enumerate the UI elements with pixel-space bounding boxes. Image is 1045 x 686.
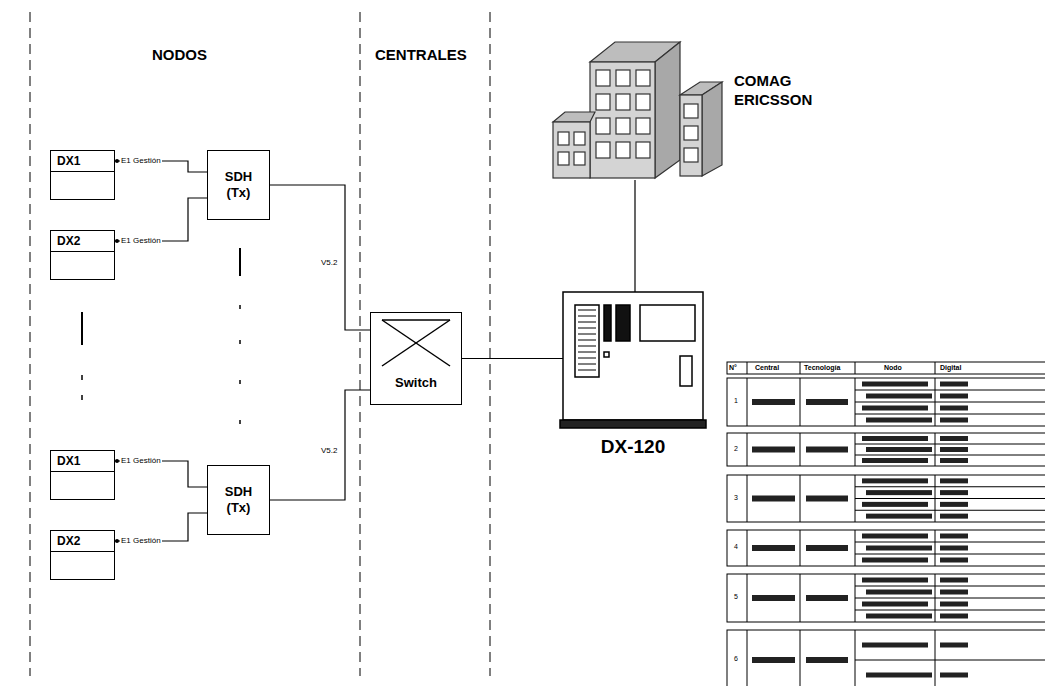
- port-dot: [115, 539, 119, 543]
- rack-slot: [578, 310, 596, 311]
- rack-slot: [578, 370, 596, 371]
- table-row-group: [727, 630, 1045, 686]
- rack-slot: [578, 346, 596, 347]
- table-header: Digital: [940, 364, 961, 371]
- box-header: DX2: [51, 231, 114, 252]
- edge-label: E1 Gestión: [120, 236, 162, 246]
- window: [616, 70, 630, 86]
- continuation-marks: [82, 248, 240, 424]
- column-heading: NODOS: [152, 46, 207, 63]
- rack-slot: [578, 364, 596, 365]
- window: [596, 142, 610, 158]
- node-label: DX2: [57, 234, 108, 248]
- table-cell: 2: [734, 445, 738, 452]
- table-row-group: [727, 475, 1045, 522]
- node-box: DX1: [50, 150, 115, 200]
- window: [558, 132, 569, 145]
- connector: [634, 180, 635, 292]
- node-label: Switch: [395, 375, 437, 390]
- table-cell: 6: [734, 655, 738, 662]
- window: [616, 142, 630, 158]
- window: [636, 94, 650, 110]
- node-label: DX1: [57, 154, 108, 168]
- window: [558, 152, 569, 165]
- rack-slot: [578, 334, 596, 335]
- edge-label: E1 Gestión: [120, 156, 162, 166]
- node-label: DX2: [57, 534, 108, 548]
- table-header: N°: [729, 364, 737, 371]
- window: [574, 132, 585, 145]
- connector: [270, 185, 370, 330]
- window: [574, 152, 585, 165]
- table-cell: 4: [734, 543, 738, 550]
- window: [684, 104, 698, 118]
- switch-cross-symbol: [382, 320, 450, 366]
- window: [636, 70, 650, 86]
- building-node: COMAG ERICSSON: [548, 38, 820, 180]
- sdh-box: SDH (Tx): [207, 465, 270, 535]
- exchange-cabinet: [560, 292, 706, 428]
- table-header: Central: [755, 364, 779, 371]
- edge-label: V5.2: [320, 446, 338, 456]
- connector: [115, 198, 207, 241]
- box-header: DX2: [51, 531, 114, 552]
- window: [616, 94, 630, 110]
- window: [684, 126, 698, 140]
- column-dividers: [30, 12, 490, 676]
- edge-label: E1 Gestión: [120, 536, 162, 546]
- box-header: DX1: [51, 451, 114, 472]
- column-heading: CENTRALES: [375, 46, 467, 63]
- node-label: COMAG ERICSSON: [734, 72, 814, 110]
- window: [684, 148, 698, 162]
- node-box: DX2: [50, 530, 115, 580]
- edge-label: V5.2: [320, 258, 338, 268]
- window: [596, 118, 610, 134]
- port-dot: [115, 239, 119, 243]
- building-illustration: [553, 42, 722, 178]
- table-row-group: [727, 378, 1045, 426]
- node-label: SDH (Tx): [218, 169, 260, 200]
- table-header: Tecnología: [804, 364, 840, 371]
- port-dot: [115, 159, 119, 163]
- rack-slot: [578, 316, 596, 317]
- sdh-box: SDH (Tx): [207, 150, 270, 220]
- node-label: DX1: [57, 454, 108, 468]
- rack-slot: [578, 352, 596, 353]
- table-row-group: [727, 530, 1045, 566]
- window: [636, 118, 650, 134]
- table-cell: 5: [734, 593, 738, 600]
- box-header: DX1: [51, 151, 114, 172]
- table-cell: 1: [734, 397, 738, 404]
- node-box: DX2: [50, 230, 115, 280]
- table-row-group: [727, 433, 1045, 466]
- window: [616, 118, 630, 134]
- switch-box: Switch: [370, 312, 462, 405]
- node-label: DX-120: [601, 436, 665, 458]
- connector: [270, 390, 370, 500]
- edge-label: E1 Gestión: [120, 456, 162, 466]
- window: [596, 70, 610, 86]
- connector: [462, 358, 563, 359]
- port-dot: [115, 459, 119, 463]
- table-cell: 3: [734, 494, 738, 501]
- window: [636, 142, 650, 158]
- node-box: DX1: [50, 450, 115, 500]
- exchange-table: [727, 362, 1045, 686]
- node-label: SDH (Tx): [218, 484, 260, 515]
- rack-slot: [578, 340, 596, 341]
- table-row-group: [727, 574, 1045, 622]
- rack-slot: [578, 358, 596, 359]
- window: [596, 94, 610, 110]
- rack-slot: [578, 322, 596, 323]
- rack-slot: [578, 328, 596, 329]
- table-header: Nodo: [884, 364, 902, 371]
- exchange-equipment: DX-120: [563, 292, 703, 460]
